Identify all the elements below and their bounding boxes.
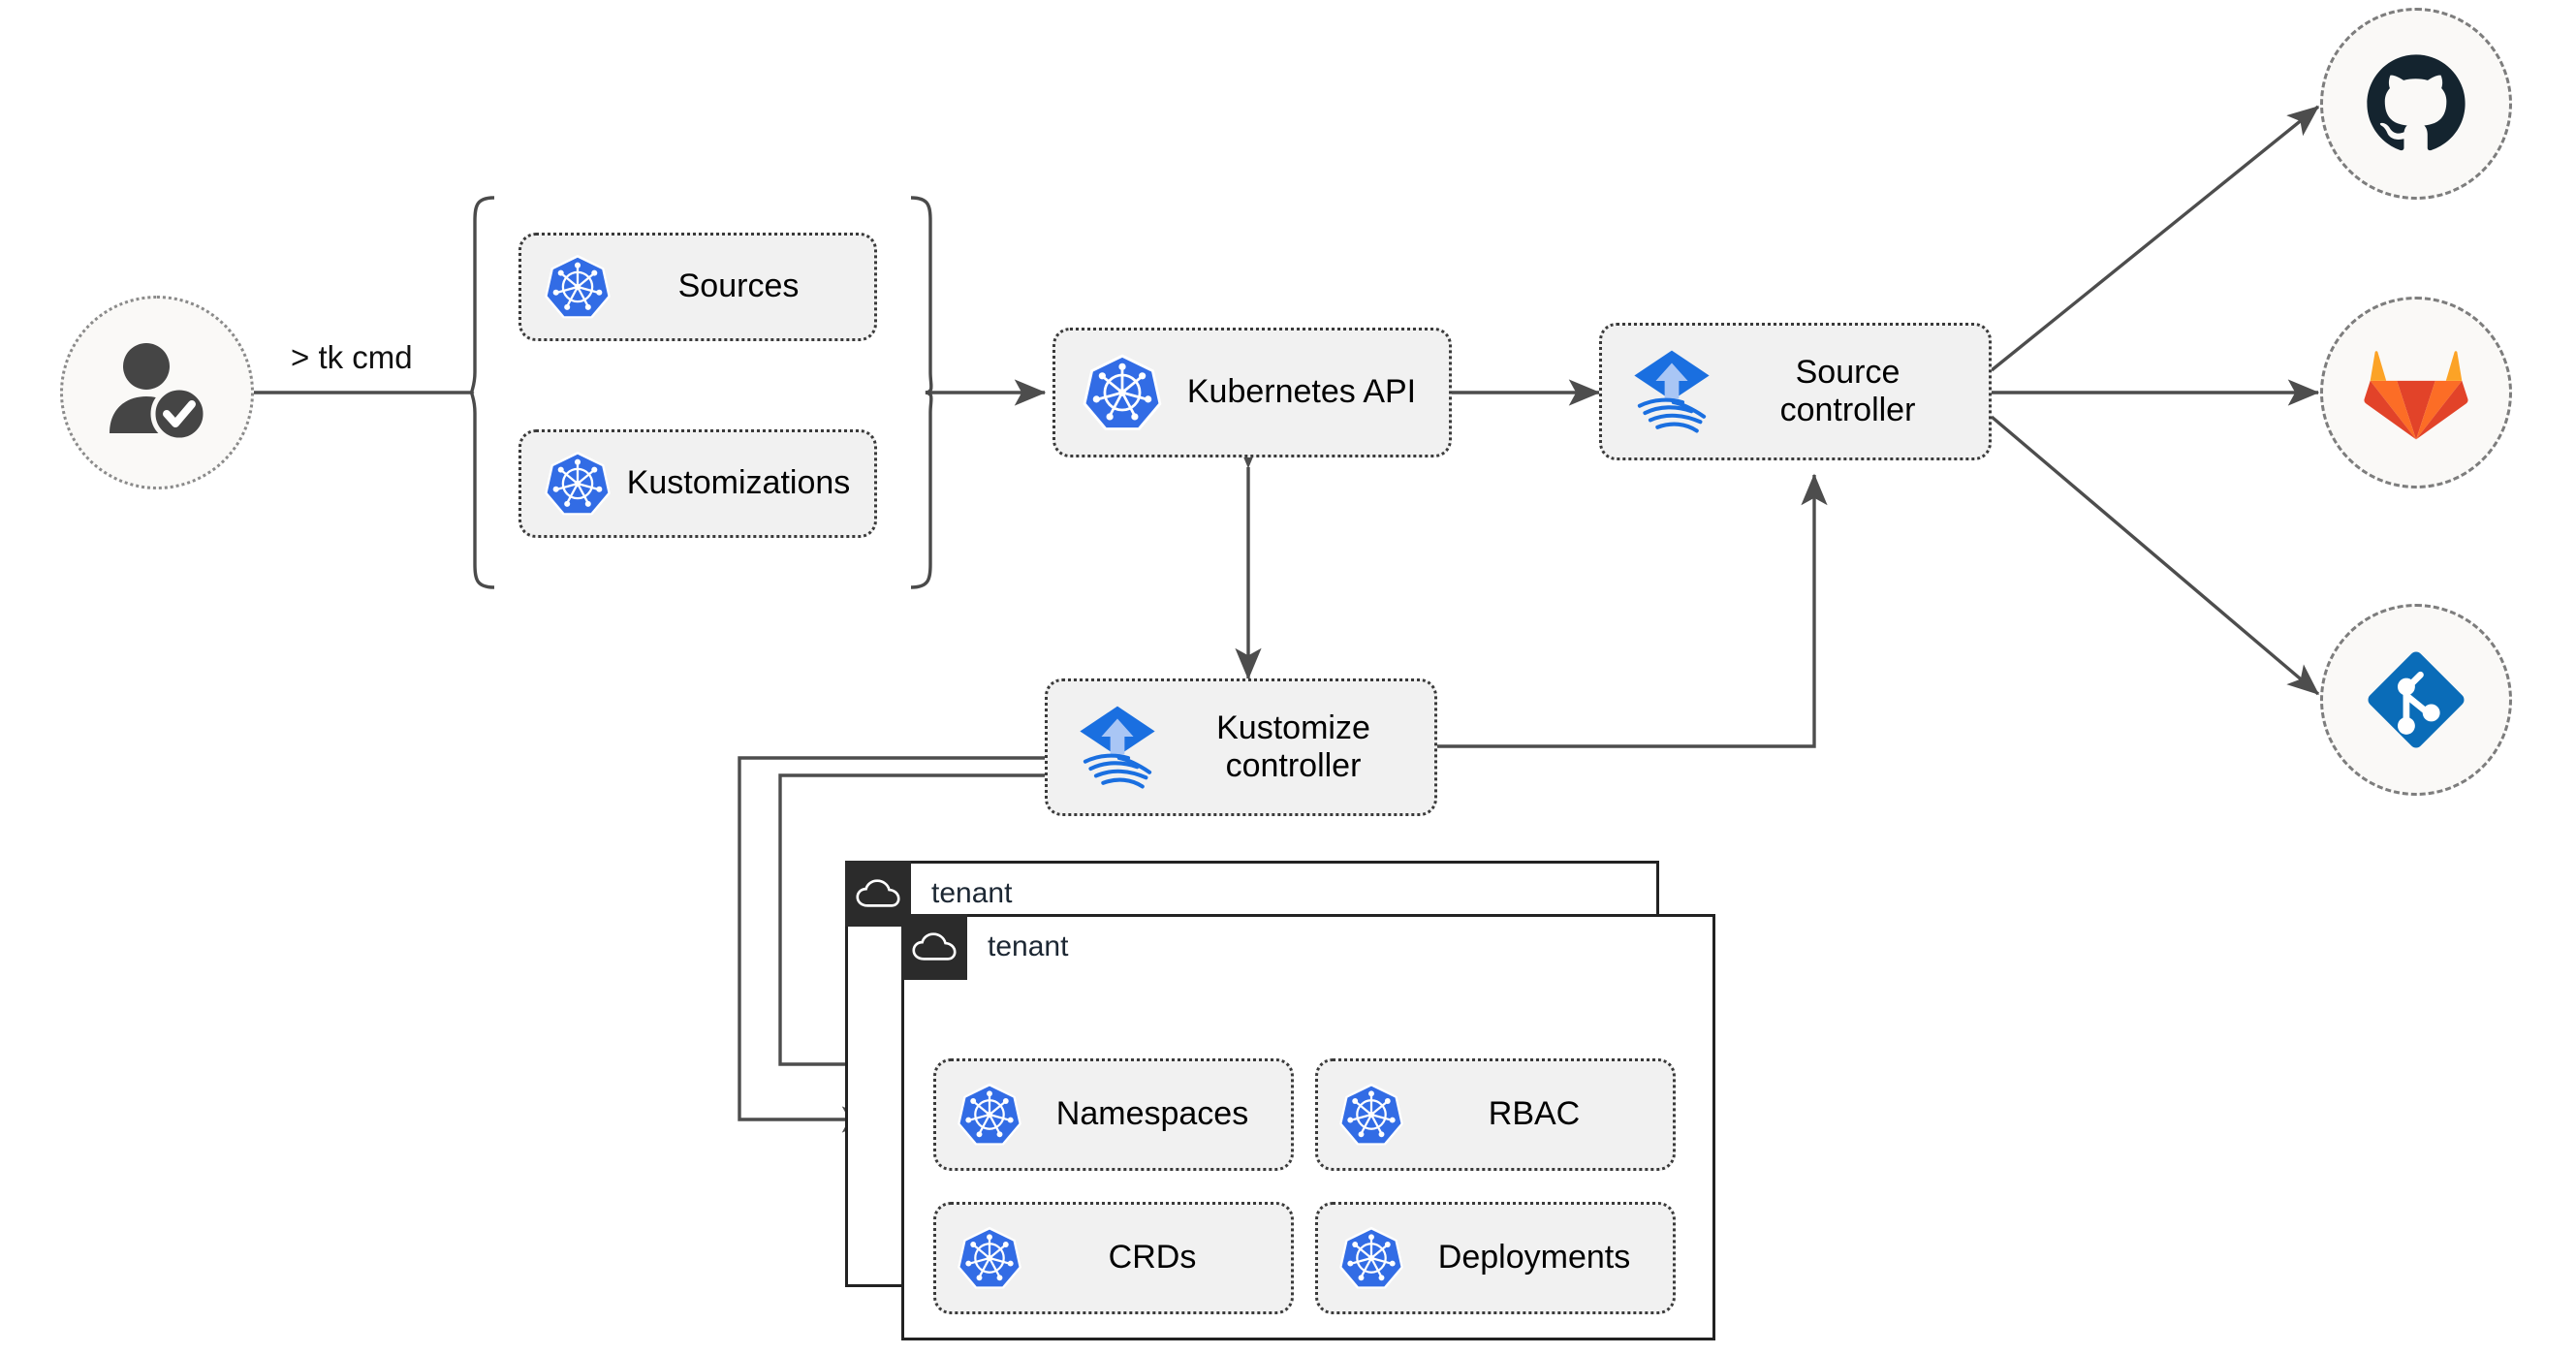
node-label: RBAC	[1488, 1095, 1581, 1133]
node-source-controller[interactable]: Source controller	[1599, 323, 1992, 460]
node-label: Kustomize controller	[1162, 709, 1434, 785]
node-kustomizations[interactable]: Kustomizations	[518, 429, 877, 538]
tenant-tab-back	[845, 861, 911, 927]
edge-source-github	[1990, 105, 2320, 372]
node-label-line2: controller	[1225, 747, 1362, 784]
kubernetes-icon	[545, 451, 611, 516]
node-namespaces[interactable]: Namespaces	[933, 1058, 1294, 1171]
edge-source-git	[1990, 415, 2320, 696]
node-label-line1: Source	[1795, 353, 1901, 391]
node-label: Deployments	[1437, 1239, 1631, 1276]
node-label-line2: controller	[1779, 392, 1916, 428]
gitlab-icon	[2364, 351, 2468, 440]
tenant-title-front: tenant	[988, 930, 1069, 962]
node-rbac[interactable]: RBAC	[1315, 1058, 1676, 1171]
node-crds[interactable]: CRDs	[933, 1202, 1294, 1314]
provider-github-circle[interactable]	[2320, 8, 2512, 200]
git-icon	[2368, 651, 2465, 748]
node-kustomize-controller[interactable]: Kustomize controller	[1045, 678, 1437, 816]
node-deployments[interactable]: Deployments	[1315, 1202, 1676, 1314]
node-label: Kustomizations	[626, 464, 851, 502]
tenant-title-back: tenant	[931, 877, 1013, 909]
github-icon	[2367, 54, 2466, 151]
user-avatar-circle[interactable]	[60, 296, 254, 489]
edge-kustomize-source	[1437, 473, 1828, 748]
cloud-icon	[856, 879, 900, 907]
tenant-container-front[interactable]: tenant Namespaces	[901, 914, 1715, 1340]
node-kubernetes-api[interactable]: Kubernetes API	[1052, 328, 1452, 457]
kubernetes-icon	[1083, 354, 1162, 430]
node-label: Source controller	[1716, 354, 1989, 429]
kubernetes-icon	[958, 1226, 1021, 1289]
provider-gitlab-circle[interactable]	[2320, 297, 2512, 488]
command-label: > tk cmd	[291, 339, 413, 375]
kubernetes-icon	[545, 254, 611, 319]
provider-git-circle[interactable]	[2320, 604, 2512, 796]
flux-icon	[1634, 350, 1710, 433]
cloud-icon	[912, 932, 957, 961]
node-label-line1: Kustomize	[1216, 709, 1370, 746]
kubernetes-icon	[1339, 1226, 1403, 1289]
node-sources[interactable]: Sources	[518, 233, 877, 341]
node-label: Sources	[677, 268, 800, 305]
user-check-icon	[110, 343, 208, 443]
node-label: CRDs	[1108, 1239, 1197, 1276]
kubernetes-icon	[1339, 1083, 1403, 1146]
flux-icon	[1080, 706, 1155, 789]
node-label: Kubernetes API	[1186, 373, 1417, 411]
tenant-tab-front	[901, 914, 967, 980]
node-label: Namespaces	[1055, 1095, 1249, 1133]
kubernetes-icon	[958, 1083, 1021, 1146]
